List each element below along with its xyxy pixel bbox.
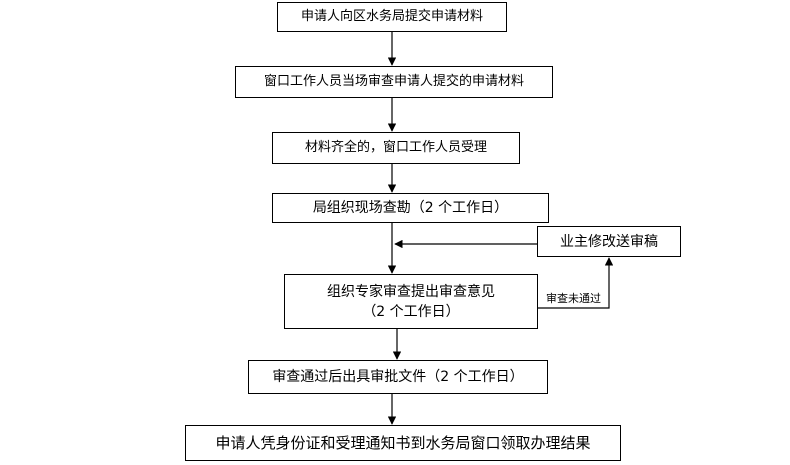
side-box-revise-draft-text: 业主修改送审稿 [560, 233, 658, 250]
step-expert-review-line2: （2 个工作日） [362, 303, 460, 320]
step-issue-approval-text: 审查通过后出具审批文件（2 个工作日） [272, 369, 524, 385]
side-box-revise-draft: 业主修改送审稿 [537, 226, 681, 257]
step-expert-review-line1: 组织专家审查提出审查意见 [327, 283, 495, 300]
step-accept-application-text: 材料齐全的，窗口工作人员受理 [304, 140, 487, 155]
arrow-reject-loop [537, 257, 614, 309]
step-window-review-text: 窗口工作人员当场审查申请人提交的申请材料 [263, 74, 524, 89]
reject-label: 审查未通过 [546, 292, 601, 305]
step-site-survey-text: 局组织现场查勘（2 个工作日） [312, 200, 509, 216]
step-submit-application-text: 申请人向区水务局提交申请材料 [300, 9, 483, 24]
step-expert-review: 组织专家审查提出审查意见 （2 个工作日） [284, 274, 538, 329]
step-window-review: 窗口工作人员当场审查申请人提交的申请材料 [235, 66, 553, 98]
step-site-survey: 局组织现场查勘（2 个工作日） [272, 193, 549, 223]
step-accept-application: 材料齐全的，窗口工作人员受理 [272, 132, 520, 164]
step-collect-result: 申请人凭身份证和受理通知书到水务局窗口领取办理结果 [185, 425, 621, 461]
step-collect-result-text: 申请人凭身份证和受理通知书到水务局窗口领取办理结果 [215, 434, 591, 452]
step-submit-application: 申请人向区水务局提交申请材料 [277, 2, 507, 32]
step-issue-approval: 审查通过后出具审批文件（2 个工作日） [248, 360, 548, 394]
